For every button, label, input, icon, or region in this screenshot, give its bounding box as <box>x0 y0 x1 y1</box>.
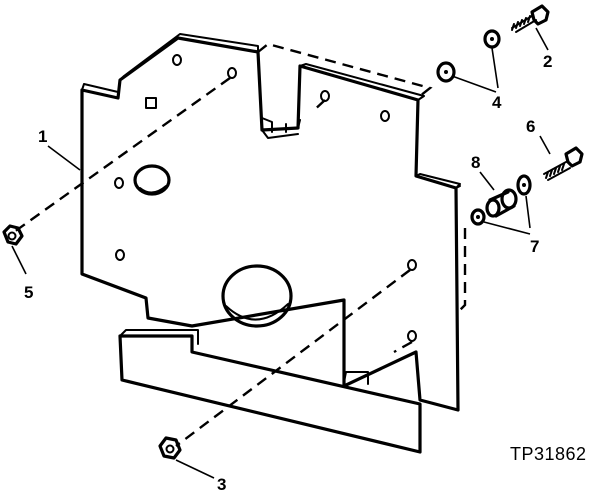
callout-2: 2 <box>543 52 552 71</box>
bolt-6 <box>543 146 584 181</box>
spacer-8 <box>485 188 518 218</box>
fastener-3-nut <box>158 436 182 460</box>
washer-4-lower <box>436 61 456 83</box>
callout-4: 4 <box>492 93 502 112</box>
callout-5: 5 <box>24 283 33 302</box>
mounting-holes <box>114 54 417 342</box>
fastener-5-nut <box>2 224 24 246</box>
callout-8: 8 <box>471 153 480 172</box>
callout-6: 6 <box>526 117 535 136</box>
washer-4-upper <box>483 29 501 49</box>
callout-7: 7 <box>530 237 539 256</box>
washer-7-right <box>516 174 532 196</box>
upper-opening <box>133 164 171 196</box>
lower-flange <box>118 329 422 454</box>
callout-1: 1 <box>38 127 47 146</box>
center-opening <box>221 264 293 328</box>
plate-openings <box>133 164 293 328</box>
mounting-plate <box>80 33 461 412</box>
callout-3: 3 <box>217 475 226 492</box>
bolt-2 <box>511 4 550 33</box>
alignment-lines <box>13 77 413 447</box>
leader-lines <box>11 27 551 479</box>
rear-plate-outline <box>257 42 467 311</box>
plate-top-edge <box>81 33 259 93</box>
plate-notch-edge <box>261 63 425 139</box>
plate-right-edge <box>415 173 461 189</box>
figure-reference: TP31862 <box>510 444 587 464</box>
plate-tab-notch <box>261 117 287 133</box>
washer-7-left <box>470 208 486 226</box>
plate-face <box>80 36 460 412</box>
